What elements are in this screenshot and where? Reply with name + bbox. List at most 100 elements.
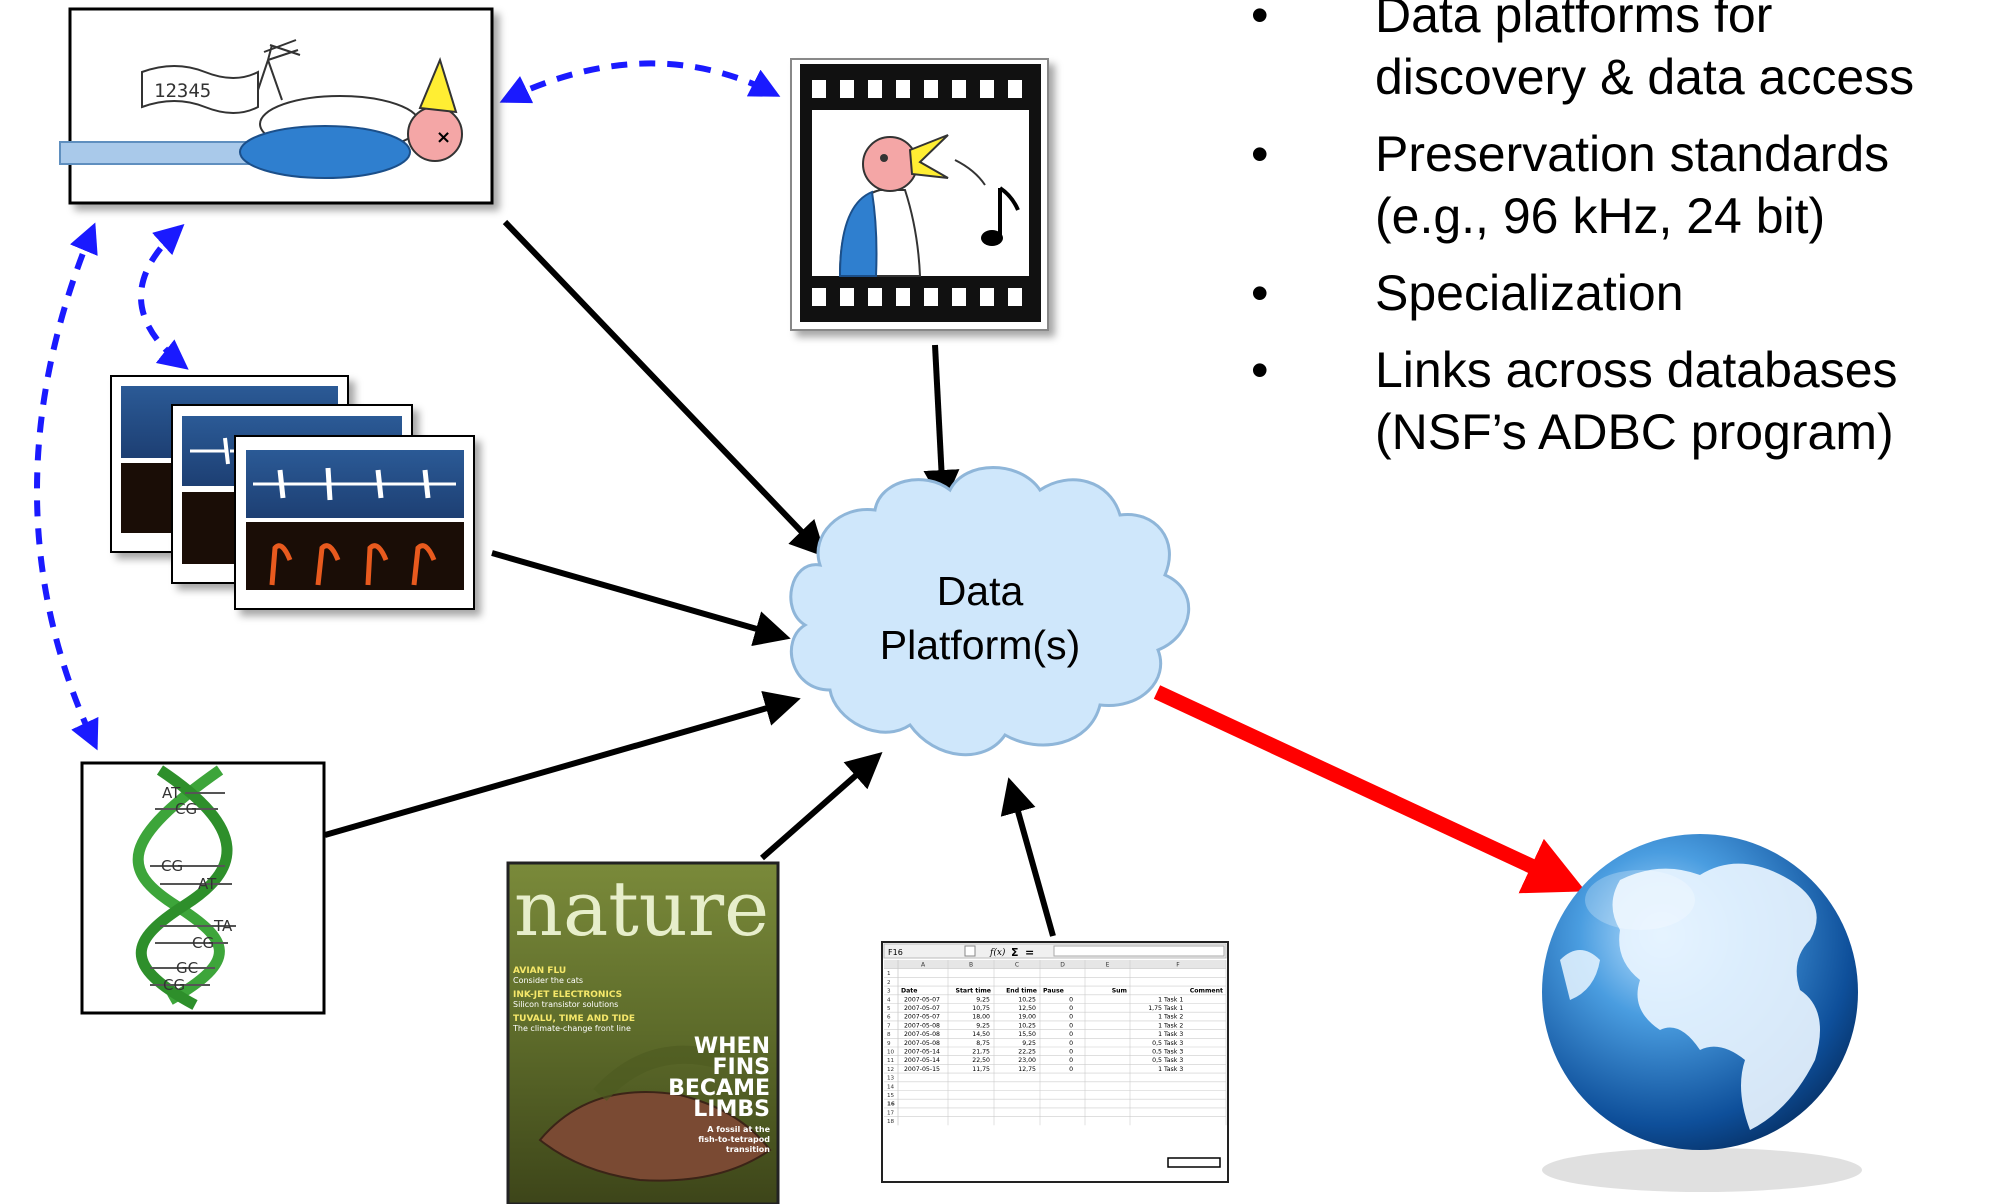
specimen-beak-icon — [418, 57, 458, 114]
data-cell: Task 2 — [1163, 1022, 1183, 1029]
header-cell: Pause — [1043, 988, 1064, 995]
arrow-spectrograms-to-platform — [491, 550, 791, 647]
data-cell: 10,75 — [972, 1005, 990, 1012]
singing-bird-head-icon — [862, 136, 918, 192]
row-number: 14 — [887, 1084, 895, 1090]
row-number: 12 — [887, 1067, 894, 1073]
dna-pair-1: AT — [162, 784, 181, 802]
data-cell: 10,25 — [1018, 996, 1036, 1003]
journal-cover-line-2: FINS — [713, 1055, 770, 1080]
data-cell: 9,25 — [1022, 1040, 1036, 1047]
arrow-dna-to-platform — [324, 690, 801, 838]
cloud-label-line-2: Platform(s) — [879, 622, 1081, 668]
data-cell: 2007-05-07 — [904, 1014, 940, 1021]
data-cell: 0,5 — [1152, 1049, 1162, 1056]
journal-caption-line-3: transition — [726, 1145, 770, 1154]
data-cell: 12,50 — [1018, 1005, 1036, 1012]
data-cell: 9,25 — [976, 1022, 990, 1029]
function-wizard-icon: f(x) — [989, 947, 1006, 958]
link-arrows — [34, 60, 781, 751]
bullet-item-3-line-1: Specialization — [1375, 265, 1684, 321]
data-cell: 22,25 — [1018, 1049, 1036, 1056]
dna-base-pairs: AT CG CG AT TA CG GC CG — [150, 784, 236, 994]
dna-helix-icon — [132, 765, 225, 1005]
data-cell: Task 3 — [1163, 1040, 1183, 1047]
video-panel — [790, 58, 1049, 331]
music-note-icon — [998, 186, 1020, 236]
data-cell: 21,75 — [972, 1049, 990, 1056]
bullet-item-specialization: Specialization — [1248, 262, 1914, 324]
data-cell: 12,75 — [1018, 1066, 1036, 1073]
row-number: 13 — [887, 1076, 895, 1082]
column-header: B — [969, 962, 973, 969]
data-cell: 2007-05-08 — [904, 1040, 940, 1047]
link-specimen-spectrograms — [138, 223, 189, 370]
data-cell: 18,00 — [972, 1014, 990, 1021]
header-cell: Date — [901, 988, 917, 995]
selected-cell — [1167, 1157, 1221, 1168]
dna-pair-6: CG — [192, 934, 214, 952]
data-cell: 0 — [1069, 1066, 1073, 1073]
data-cell: 0 — [1069, 1005, 1073, 1012]
specimen-body-icon — [239, 125, 411, 179]
specimen-tag-icon — [141, 65, 259, 114]
dna-pair-3: CG — [161, 857, 183, 875]
data-cell: 1 — [1158, 1031, 1162, 1038]
data-cell: 14,50 — [972, 1031, 990, 1038]
input-arrows — [324, 219, 1056, 937]
column-header: E — [1106, 962, 1110, 969]
data-cell: 8,75 — [976, 1040, 990, 1047]
journal-headline-3-title: TUVALU, TIME AND TIDE — [513, 1014, 635, 1024]
journal-headlines: AVIAN FLU Consider the cats INK-JET ELEC… — [512, 966, 635, 1033]
cloud-icon — [789, 466, 1190, 757]
bullet-item-data-platforms: Data platforms for discovery & data acce… — [1248, 0, 1914, 108]
dna-pair-7: GC — [176, 959, 198, 977]
journal-headline-1-title: AVIAN FLU — [513, 966, 566, 976]
bullet-item-4-line-2: (NSF’s ADBC program) — [1375, 404, 1894, 460]
data-cell: 0 — [1069, 1057, 1073, 1064]
film-perforations-top — [812, 80, 1022, 98]
row-number: 17 — [887, 1110, 895, 1116]
specimen-tag-number: 12345 — [154, 80, 211, 102]
data-cell: 2007-05-07 — [904, 1005, 940, 1012]
dna-pair-2: CG — [175, 800, 197, 818]
journal-cover-line-4: LIMBS — [693, 1097, 770, 1122]
bullet-item-2-line-1: Preservation standards — [1375, 126, 1890, 182]
data-cell: 0,5 — [1152, 1040, 1162, 1047]
link-specimen-dna — [34, 222, 99, 751]
data-cell: 2007-05-08 — [904, 1031, 940, 1038]
journal-headline-2-sub: Silicon transistor solutions — [513, 1000, 618, 1009]
row-number: 6 — [887, 1015, 891, 1021]
spreadsheet-cell-ref: F16 — [888, 948, 903, 957]
journal-cover-caption: A fossil at the fish-to-tetrapod transit… — [698, 1125, 770, 1154]
data-cell: 0 — [1069, 996, 1073, 1003]
bullet-item-4-line-1: Links across databases — [1375, 342, 1898, 398]
journal-headline-3-sub: The climate-change front line — [512, 1024, 631, 1033]
data-cell: 19,00 — [1018, 1014, 1036, 1021]
row-number: 2 — [887, 980, 891, 986]
spectrogram-icon — [246, 522, 464, 590]
data-platform-cloud — [789, 466, 1190, 757]
data-cell: Task 1 — [1163, 1005, 1183, 1012]
singing-bird-beak-icon — [908, 134, 949, 179]
data-cell: 0 — [1069, 1014, 1073, 1021]
data-cell: Task 3 — [1163, 1057, 1183, 1064]
dna-pair-4: AT — [198, 875, 217, 893]
column-header-bar — [884, 960, 1226, 969]
arrow-platform-to-world — [1153, 685, 1586, 894]
dna-pair-8: CG — [163, 976, 185, 994]
bullet-item-1-line-1: Data platforms for — [1375, 0, 1773, 43]
row-number: 10 — [887, 1050, 895, 1056]
data-cell: 15,50 — [1018, 1031, 1036, 1038]
header-cell: End time — [1006, 988, 1037, 995]
data-cell: 1 — [1158, 1066, 1162, 1073]
data-cell: Task 1 — [1163, 996, 1183, 1003]
row-number: 3 — [887, 989, 891, 995]
data-cell: 2007-05-15 — [904, 1066, 940, 1073]
journal-cover-line-1: WHEN — [694, 1034, 770, 1059]
spectrogram-stack — [110, 375, 475, 610]
data-cell: 2007-05-08 — [904, 1022, 940, 1029]
specimen-string-icon — [257, 39, 301, 101]
